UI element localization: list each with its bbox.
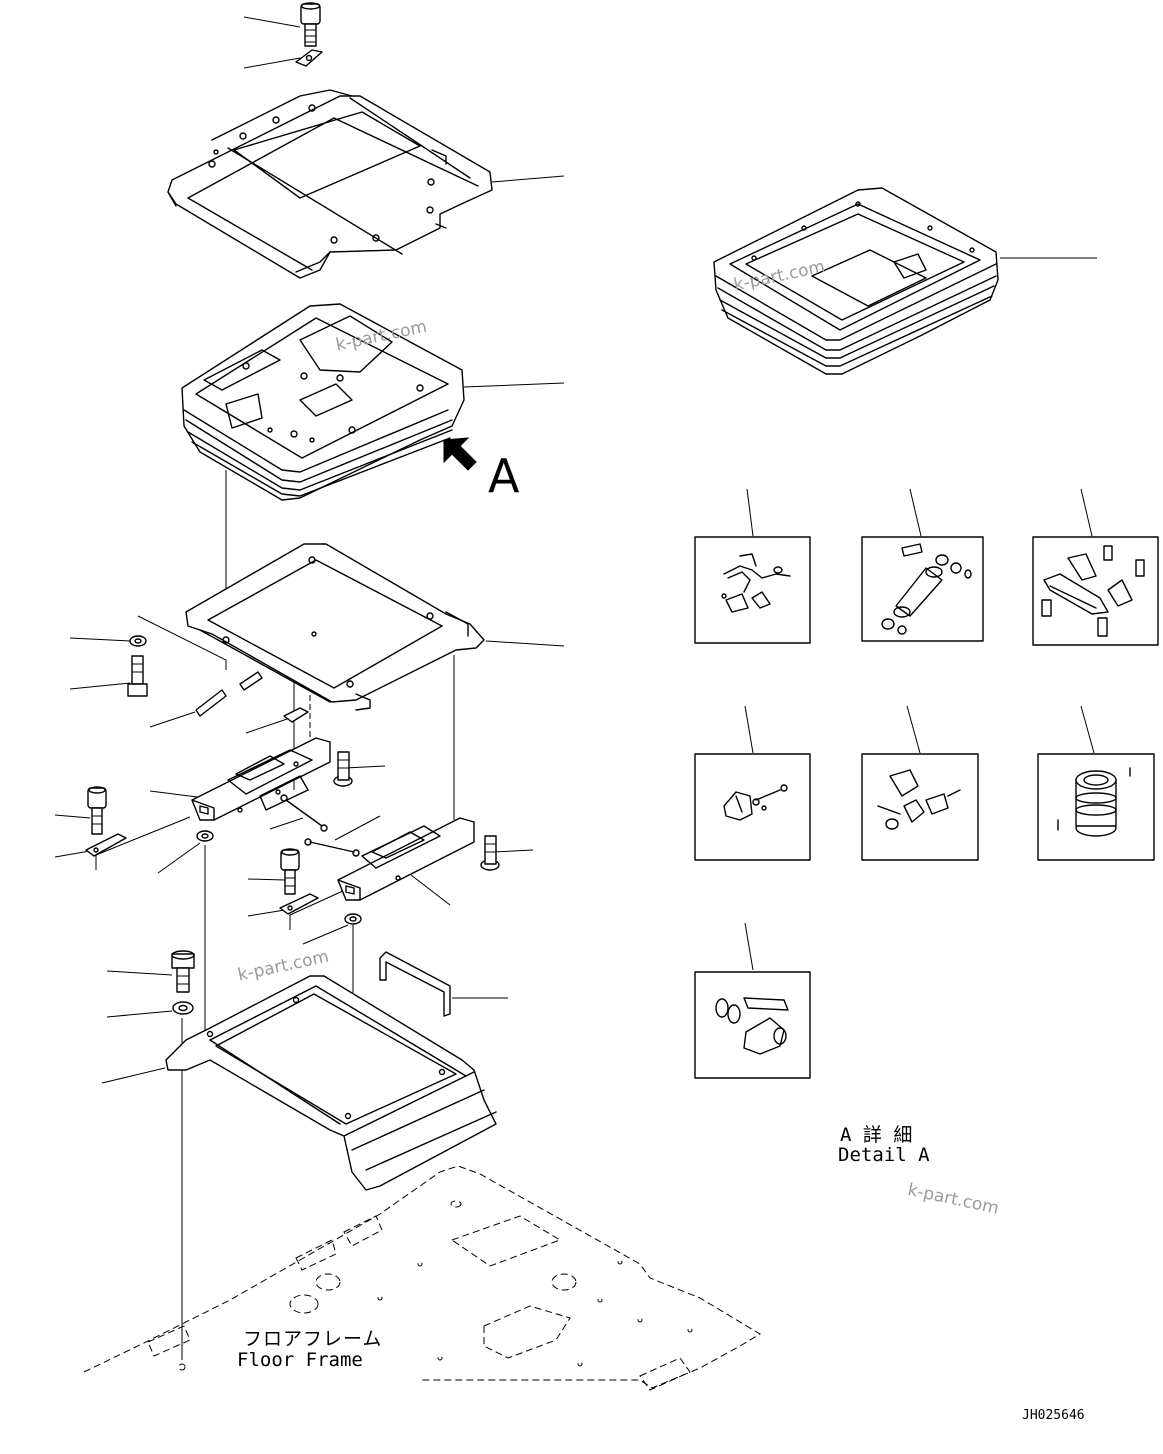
u-handle (379, 951, 451, 1017)
plate-washer-left (85, 833, 127, 857)
view-a-label: A (488, 449, 520, 503)
washer-small-2 (196, 830, 214, 842)
hex-bolt-lower (171, 950, 195, 993)
top-bolt (300, 2, 321, 47)
seat-slide-rail-left (191, 737, 331, 821)
detail-label-en: Detail A (838, 1144, 930, 1166)
detail-box-1 (694, 536, 811, 644)
floor-frame (83, 1165, 761, 1391)
detail-box-5 (861, 753, 979, 861)
detail-box-3 (1032, 536, 1159, 646)
pin-1 (195, 689, 227, 717)
bellows-cover (713, 187, 999, 375)
bolt-right-side (480, 835, 500, 871)
detail-box-2 (861, 536, 984, 642)
view-a-arrow: A (443, 437, 520, 503)
detail-box-4 (694, 753, 811, 861)
pin-2 (239, 671, 263, 691)
spring-hooks (280, 794, 360, 857)
washer-small-1 (129, 635, 147, 647)
washer-lower (172, 1001, 194, 1015)
detail-label-jp: A 詳 細 (840, 1124, 913, 1146)
cap-bolt-center (280, 848, 300, 895)
seat-suspension-unit (181, 303, 465, 501)
plate-washer-center (279, 893, 319, 915)
bolt-mid-right (333, 751, 353, 787)
bolt-small-1 (127, 655, 148, 697)
washer-small-3 (344, 913, 362, 925)
drawing-number: JH025646 (1022, 1408, 1085, 1423)
middle-plate (185, 543, 485, 711)
lower-base-bracket (165, 975, 497, 1191)
top-plate-washer (295, 49, 323, 67)
detail-box-6 (1037, 753, 1155, 861)
floor-frame-label-en: Floor Frame (237, 1349, 363, 1371)
floor-frame-label-jp: フロアフレーム (243, 1328, 383, 1350)
cap-bolt-left (87, 786, 107, 835)
seat-slide-rail-right (337, 817, 475, 901)
key-bar (283, 707, 309, 723)
leader-lines (54, 16, 1097, 1084)
detail-box-7 (694, 971, 811, 1079)
upper-mount-bracket (167, 89, 493, 279)
